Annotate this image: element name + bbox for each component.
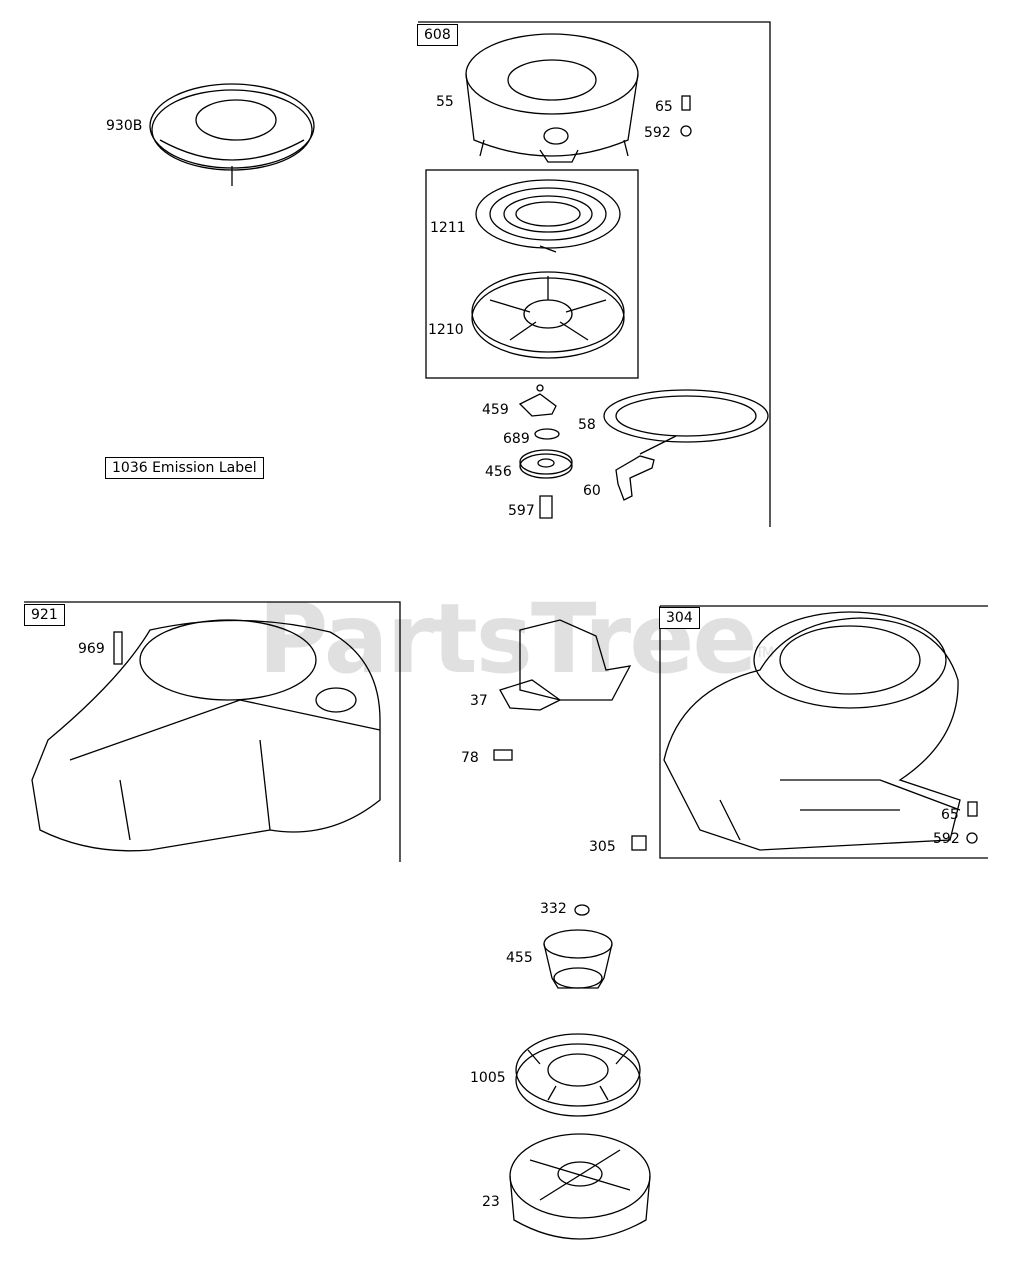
part-592-washer-b [966, 832, 978, 844]
part-459-pawl [518, 384, 557, 417]
callout-78[interactable]: 78 [461, 750, 479, 766]
part-969-screw [113, 631, 123, 665]
part-1005-fan [515, 1033, 641, 1117]
callout-1005[interactable]: 1005 [470, 1070, 506, 1086]
callout-55[interactable]: 55 [436, 94, 454, 110]
callout-23[interactable]: 23 [482, 1194, 500, 1210]
frame-608 [418, 21, 771, 527]
emission-label[interactable]: 1036 Emission Label [105, 457, 264, 479]
part-65-screw [681, 95, 691, 111]
part-37-baffle [499, 619, 632, 711]
part-1210-pulley [471, 271, 625, 359]
callout-689[interactable]: 689 [503, 431, 530, 447]
group-label-921[interactable]: 921 [24, 604, 65, 626]
part-304-blower-housing [663, 611, 961, 851]
part-23-flywheel [509, 1133, 651, 1240]
part-456-cup [519, 449, 573, 479]
callout-459[interactable]: 459 [482, 402, 509, 418]
callout-305[interactable]: 305 [589, 839, 616, 855]
callout-930b[interactable]: 930B [106, 118, 143, 134]
part-455-cup [543, 929, 613, 989]
part-689-spring [534, 428, 560, 440]
callout-332[interactable]: 332 [540, 901, 567, 917]
part-60-handle [615, 455, 655, 501]
part-1211-spring [475, 179, 621, 253]
callout-455[interactable]: 455 [506, 950, 533, 966]
part-592-washer [680, 125, 692, 137]
callout-1210[interactable]: 1210 [428, 322, 464, 338]
callout-65-top[interactable]: 65 [655, 99, 673, 115]
part-332-nut [574, 904, 590, 916]
group-label-304[interactable]: 304 [659, 607, 700, 629]
callout-456[interactable]: 456 [485, 464, 512, 480]
part-597-screw [539, 495, 553, 519]
callout-592-top[interactable]: 592 [644, 125, 671, 141]
part-58-rope [603, 389, 769, 455]
part-930b-guard [149, 83, 315, 186]
frame-921 [24, 601, 401, 862]
part-78-screw [493, 749, 513, 761]
callout-60[interactable]: 60 [583, 483, 601, 499]
callout-58[interactable]: 58 [578, 417, 596, 433]
callout-37[interactable]: 37 [470, 693, 488, 709]
callout-65-bottom[interactable]: 65 [941, 807, 959, 823]
part-65-screw-b [967, 801, 978, 817]
part-305-screw [631, 835, 647, 851]
callout-592-bottom[interactable]: 592 [933, 831, 960, 847]
callout-969[interactable]: 969 [78, 641, 105, 657]
frame-304 [659, 605, 988, 859]
callout-597[interactable]: 597 [508, 503, 535, 519]
group-label-608[interactable]: 608 [417, 24, 458, 46]
part-921-blower-housing [31, 619, 381, 852]
part-55-starter-housing [465, 33, 639, 163]
callout-1211[interactable]: 1211 [430, 220, 466, 236]
